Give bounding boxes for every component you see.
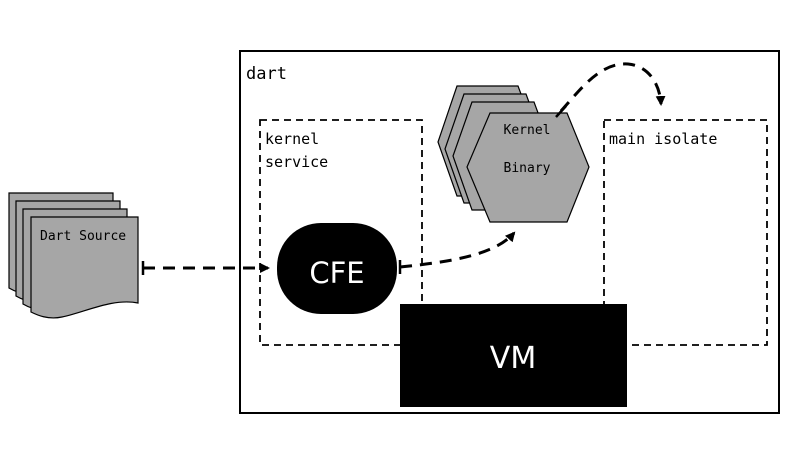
dart-source-document-stack: Dart Source xyxy=(8,192,139,319)
vm-label: VM xyxy=(490,341,536,376)
dart-box-label: dart xyxy=(246,64,287,84)
arrow-dart-source-to-cfe xyxy=(141,261,270,275)
kernel-service-label-line2: service xyxy=(265,153,328,171)
cfe-label: CFE xyxy=(309,256,364,290)
main-isolate-label: main isolate xyxy=(609,130,717,148)
dart-source-page-front xyxy=(30,216,139,319)
vm-block xyxy=(400,304,627,407)
kernel-binary-hexagon-stack: Kernel Binary xyxy=(437,85,590,223)
arrow-cfe-to-kernel-binary xyxy=(398,231,516,274)
kernel-service-label-line1: kernel xyxy=(265,130,319,148)
cfe-node xyxy=(277,223,397,314)
main-isolate-box xyxy=(603,119,768,346)
kernel-binary-label-line1: Kernel xyxy=(504,123,551,138)
arrow-kernel-binary-to-main-isolate xyxy=(555,62,666,118)
kernel-service-box xyxy=(259,119,423,346)
dart-source-label: Dart Source xyxy=(40,229,126,244)
kernel-binary-label-line2: Binary xyxy=(504,161,551,176)
kernel-binary-hexagon-front xyxy=(466,112,590,223)
